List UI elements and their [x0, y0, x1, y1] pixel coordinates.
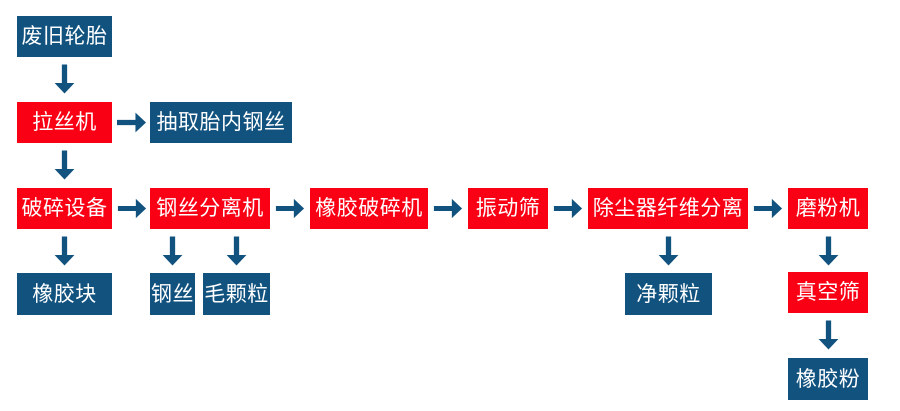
flow-node-label: 橡胶块	[32, 281, 97, 306]
flow-node-clean-granule[interactable]: 净颗粒	[625, 273, 712, 315]
arrow-down-icon	[48, 148, 81, 182]
arrow-down-icon	[156, 234, 189, 268]
flow-node-dust-fiber-separator[interactable]: 除尘器纤维分离	[588, 188, 748, 229]
arrow-right-icon	[752, 192, 784, 225]
arrow-down-icon	[812, 234, 845, 268]
flow-node-label: 橡胶破碎机	[315, 196, 423, 220]
arrow-down-icon	[652, 234, 685, 268]
flow-node-label: 毛颗粒	[204, 281, 269, 306]
flow-node-label: 振动筛	[475, 196, 541, 220]
flow-node-label: 磨粉机	[795, 196, 861, 220]
flow-node-vacuum-screen[interactable]: 真空筛	[788, 272, 868, 313]
flow-node-wire-drawing-machine[interactable]: 拉丝机	[17, 102, 112, 143]
flow-node-label: 钢丝分离机	[156, 196, 264, 220]
arrow-right-icon	[552, 192, 584, 225]
flow-node-rubber-powder[interactable]: 橡胶粉	[788, 358, 868, 400]
flow-node-label: 真空筛	[795, 280, 861, 304]
flow-node-vibrating-screen[interactable]: 振动筛	[468, 188, 548, 229]
arrow-down-icon	[48, 62, 81, 96]
flow-node-waste-tire[interactable]: 废旧轮胎	[17, 16, 112, 57]
flow-node-rubber-crusher[interactable]: 橡胶破碎机	[310, 188, 428, 229]
flow-node-label: 橡胶粉	[795, 366, 861, 391]
arrow-down-icon	[220, 234, 253, 268]
flow-node-label: 废旧轮胎	[21, 24, 108, 48]
flow-node-extract-bead-wire[interactable]: 抽取胎内钢丝	[150, 102, 292, 143]
flow-node-label: 除尘器纤维分离	[592, 196, 744, 220]
flow-node-label: 净颗粒	[636, 281, 701, 306]
flow-node-label: 钢丝	[151, 281, 194, 306]
arrow-right-icon	[432, 192, 464, 225]
arrow-right-icon	[274, 192, 306, 225]
flow-node-rubber-block[interactable]: 橡胶块	[17, 273, 112, 315]
flow-node-fluffy-granule[interactable]: 毛颗粒	[203, 273, 270, 315]
flow-node-label: 拉丝机	[32, 110, 97, 134]
arrow-right-icon	[115, 106, 148, 139]
flow-node-steel-wire[interactable]: 钢丝	[150, 273, 195, 315]
flow-node-grinding-mill[interactable]: 磨粉机	[788, 188, 868, 229]
arrow-right-icon	[116, 192, 148, 225]
flow-node-label: 抽取胎内钢丝	[156, 110, 286, 134]
arrow-down-icon	[812, 318, 845, 352]
flow-node-steel-wire-separator[interactable]: 钢丝分离机	[150, 188, 270, 229]
flow-node-crushing-equipment[interactable]: 破碎设备	[17, 188, 112, 229]
flow-node-label: 破碎设备	[21, 196, 108, 220]
arrow-down-icon	[48, 234, 81, 268]
